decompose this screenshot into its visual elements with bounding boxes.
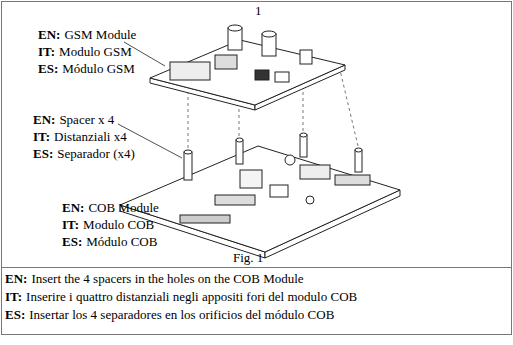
language-code: EN: [38, 27, 60, 42]
language-code: ES: [5, 307, 25, 322]
label-row: IT: Distanziali x4 [33, 128, 127, 145]
page-number: 1 [255, 2, 262, 19]
label-row: EN: Insert the 4 spacers in the holes on … [5, 270, 304, 287]
part-label: COB Module [88, 200, 158, 215]
label-row: EN: COB Module [62, 199, 159, 216]
part-label: Separador (x4) [57, 146, 135, 161]
part-label: Modulo COB [83, 217, 154, 232]
part-label: GSM Module [64, 27, 136, 42]
part-label: Modulo GSM [59, 44, 132, 59]
part-label: Módulo GSM [62, 61, 135, 76]
instruction-text: Insertar los 4 separadores en los orific… [29, 307, 334, 322]
language-code: ES: [33, 146, 53, 161]
label-row: ES: Separador (x4) [33, 145, 135, 162]
gsm-board [150, 25, 345, 110]
instruction-text: Inserire i quattro distanziali negli app… [26, 289, 357, 304]
language-code: ES: [38, 61, 58, 76]
language-code: EN: [62, 200, 84, 215]
spacer-symbol [184, 133, 362, 180]
part-label: Spacer x 4 [59, 112, 114, 127]
cob-board [120, 146, 400, 258]
language-code: IT: [33, 129, 50, 144]
language-code: ES: [62, 234, 82, 249]
label-row: IT: Inserire i quattro distanziali negli … [5, 288, 357, 305]
part-label: Distanziali x4 [54, 129, 127, 144]
separator [2, 267, 512, 268]
label-row: ES: Módulo COB [62, 233, 157, 250]
language-code: IT: [5, 289, 22, 304]
figure-caption: Fig. 1 [233, 249, 263, 266]
label-row: IT: Modulo COB [62, 216, 154, 233]
label-row: ES: Módulo GSM [38, 60, 135, 77]
language-code: IT: [62, 217, 79, 232]
part-label: Módulo COB [86, 234, 157, 249]
language-code: EN: [5, 271, 27, 286]
label-row: EN: GSM Module [38, 26, 136, 43]
language-code: EN: [33, 112, 55, 127]
frame [2, 2, 512, 335]
language-code: IT: [38, 44, 55, 59]
instruction-text: Insert the 4 spacers in the holes on the… [31, 271, 303, 286]
label-row: IT: Modulo GSM [38, 43, 132, 60]
label-row: ES: Insertar los 4 separadores en los ori… [5, 306, 334, 323]
label-row: EN: Spacer x 4 [33, 111, 114, 128]
